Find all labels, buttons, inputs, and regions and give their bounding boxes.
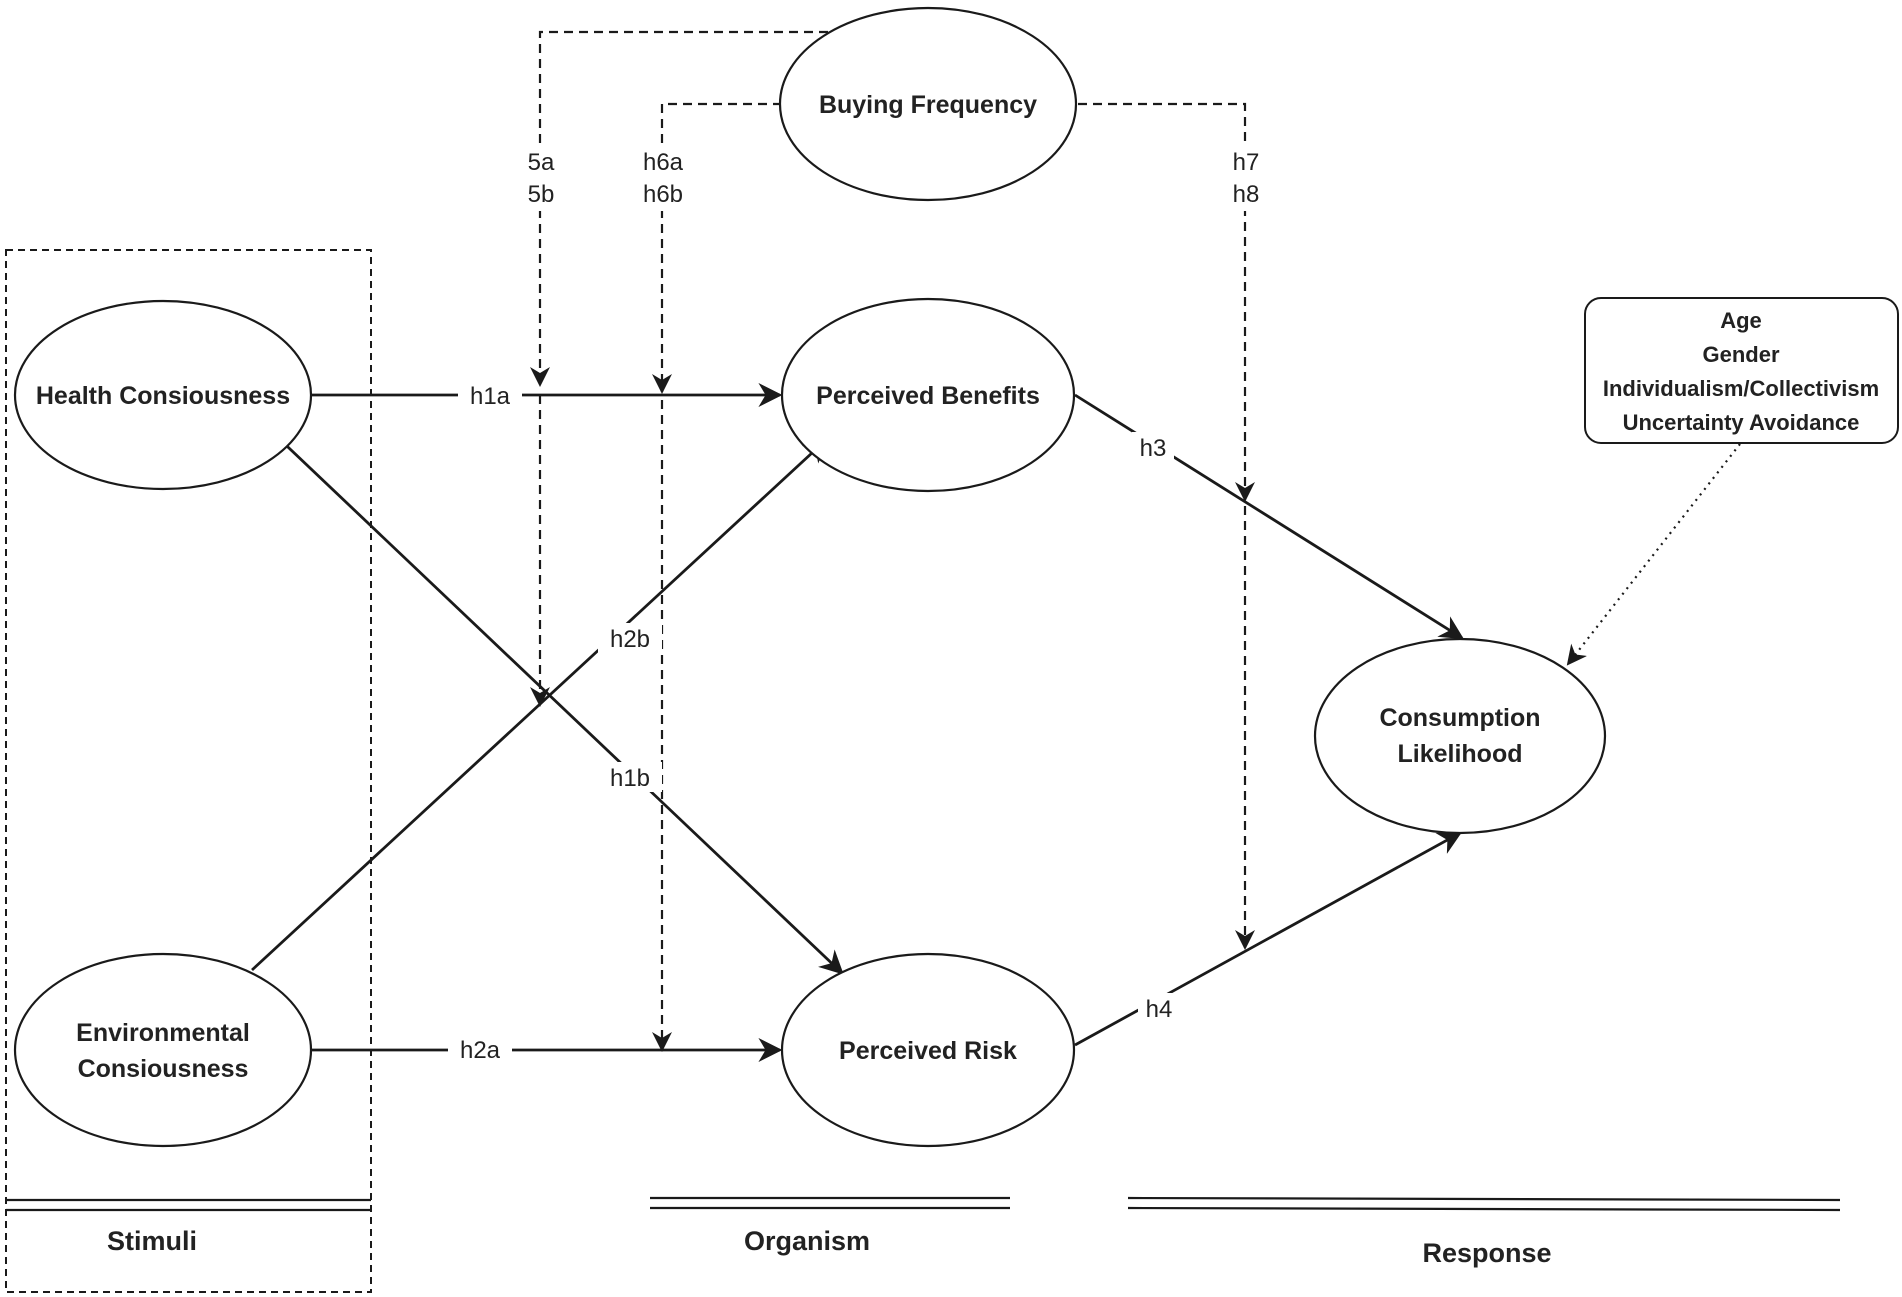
consumption-likelihood-label-line2: Likelihood bbox=[1398, 740, 1523, 768]
h1b-path bbox=[269, 428, 844, 975]
organism-section-label: Organism bbox=[744, 1226, 870, 1256]
health-consciousness-label: Health Consiousness bbox=[36, 382, 290, 410]
h2a-label: h2a bbox=[460, 1037, 501, 1064]
stimuli-rule bbox=[6, 1198, 371, 1212]
h6a-label: h6a bbox=[643, 149, 684, 176]
health-consciousness-node: Health Consiousness bbox=[13, 299, 313, 491]
control-variable-gender: Gender bbox=[1702, 342, 1779, 367]
control-variable-uncertainty-avoidance: Uncertainty Avoidance bbox=[1623, 410, 1860, 435]
h5-moderation-path bbox=[530, 30, 828, 387]
response-section-label: Response bbox=[1422, 1238, 1551, 1268]
environmental-consciousness-label-line1: Environmental bbox=[76, 1019, 250, 1047]
control-variables-path bbox=[1566, 443, 1741, 666]
h6-moderation-path bbox=[652, 102, 782, 394]
consumption-likelihood-node: Consumption Likelihood bbox=[1313, 637, 1607, 835]
environmental-consciousness-label-line2: Consiousness bbox=[78, 1055, 249, 1083]
h8-label: h8 bbox=[1233, 181, 1260, 208]
h5b-label: 5b bbox=[528, 181, 555, 208]
h6b-label: h6b bbox=[643, 181, 683, 208]
organism-rule bbox=[650, 1196, 1010, 1210]
perceived-risk-node: Perceived Risk bbox=[780, 952, 1076, 1148]
control-variable-age: Age bbox=[1720, 308, 1762, 333]
h3-label: h3 bbox=[1140, 435, 1167, 462]
control-variable-individualism: Individualism/Collectivism bbox=[1603, 376, 1879, 401]
h7-h8-moderation-path bbox=[1078, 102, 1255, 502]
perceived-risk-label: Perceived Risk bbox=[839, 1037, 1017, 1065]
buying-frequency-label: Buying Frequency bbox=[819, 91, 1037, 119]
environmental-consciousness-node: Environmental Consiousness bbox=[13, 952, 313, 1148]
perceived-benefits-node: Perceived Benefits bbox=[780, 297, 1076, 493]
consumption-likelihood-label-line1: Consumption bbox=[1379, 704, 1540, 732]
h1a-label: h1a bbox=[470, 383, 511, 410]
h2b-path bbox=[251, 438, 828, 972]
buying-frequency-node: Buying Frequency bbox=[778, 6, 1078, 202]
h4-label: h4 bbox=[1146, 996, 1173, 1023]
response-rule bbox=[1127, 1196, 1841, 1212]
h7-label: h7 bbox=[1233, 149, 1260, 176]
perceived-benefits-label: Perceived Benefits bbox=[816, 382, 1040, 410]
h2b-label: h2b bbox=[610, 626, 650, 653]
h4-path bbox=[1074, 831, 1463, 1047]
h1b-label: h1b bbox=[610, 765, 650, 792]
stimuli-box bbox=[5, 249, 372, 1293]
h5a-label: 5a bbox=[528, 149, 555, 176]
control-variables-box: Age Gender Individualism/Collectivism Un… bbox=[1584, 297, 1899, 444]
h3-path bbox=[1074, 393, 1465, 640]
stimuli-section-label: Stimuli bbox=[107, 1226, 197, 1256]
